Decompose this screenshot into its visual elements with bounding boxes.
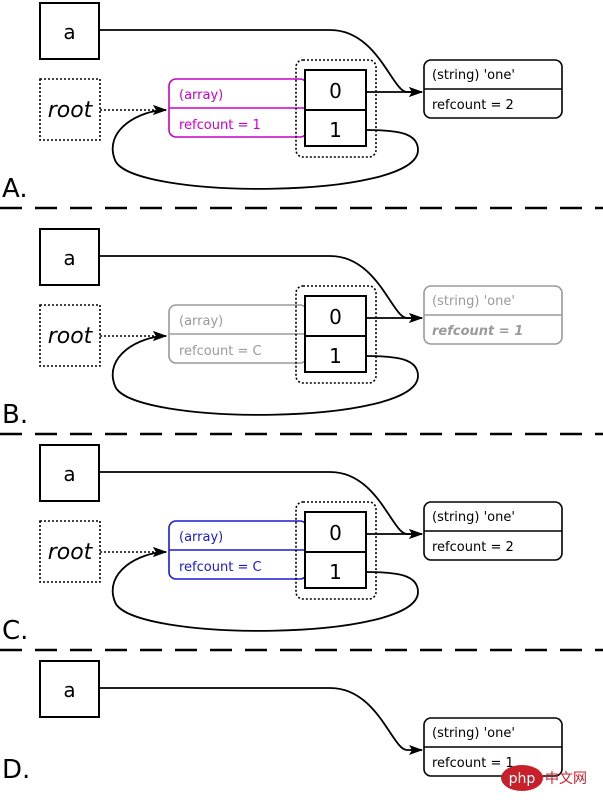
hashtable-slots <box>304 69 367 147</box>
array-type-text: (array) <box>179 88 223 103</box>
panel-label: C. <box>2 616 28 646</box>
array-zval: (array) refcount = 1 <box>168 78 308 138</box>
string-refcount-text: refcount = 1 <box>432 756 514 771</box>
array-zval: (array) refcount = C <box>168 520 308 580</box>
array-zval: (array) refcount = C <box>168 304 308 364</box>
variable-a-box <box>39 444 100 502</box>
variable-a-label: a <box>63 246 75 270</box>
hashtable-container <box>295 59 377 158</box>
string-refcount-text: refcount = 1 <box>432 324 523 339</box>
panel-label: B. <box>2 400 28 430</box>
index-0-label: 0 <box>329 79 342 103</box>
hashtable-slots <box>304 511 367 589</box>
string-type-text: (string) 'one' <box>432 68 515 83</box>
panel-d: a (string) 'one' refcount = 1 D. <box>2 660 563 785</box>
watermark-logo-text: php <box>509 771 536 787</box>
panel-label: D. <box>2 755 30 785</box>
root-buffer-box <box>39 78 101 141</box>
watermark-site-text: 中文网 <box>545 771 587 787</box>
array-type-text: (array) <box>179 530 223 545</box>
array-refcount-text: refcount = 1 <box>179 118 261 133</box>
string-type-text: (string) 'one' <box>432 726 515 741</box>
string-type-text: (string) 'one' <box>432 510 515 525</box>
panel-a: a (string) 'one' refcount = 2 root (array) re… <box>2 2 563 204</box>
string-refcount-text: refcount = 2 <box>432 98 514 113</box>
panel-label: A. <box>2 174 28 204</box>
panel-b: a (string) 'one' refcount = 1 root (array) re… <box>2 228 563 430</box>
slot-1-reference-loop <box>111 547 419 632</box>
string-type-text: (string) 'one' <box>432 294 515 309</box>
variable-a-label: a <box>63 20 75 44</box>
string-zval: (string) 'one' refcount = 1 <box>423 717 563 777</box>
hashtable-container <box>295 501 377 600</box>
array-type-text: (array) <box>179 314 223 329</box>
index-0-label: 0 <box>329 305 342 329</box>
php-logo-icon <box>501 765 543 791</box>
variable-a-label: a <box>63 462 75 486</box>
array-refcount-text: refcount = C <box>179 344 262 359</box>
root-label: root <box>48 540 94 565</box>
variable-a-box <box>39 2 100 60</box>
site-watermark: php 中文网 <box>501 765 587 791</box>
string-zval: (string) 'one' refcount = 1 <box>423 285 563 345</box>
slot-1-reference-loop <box>111 331 419 416</box>
root-label: root <box>48 324 94 349</box>
hashtable-slots <box>304 295 367 373</box>
array-refcount-text: refcount = C <box>179 560 262 575</box>
index-1-label: 1 <box>329 560 342 584</box>
root-buffer-box <box>39 520 101 583</box>
string-refcount-text: refcount = 2 <box>432 540 514 555</box>
string-zval: (string) 'one' refcount = 2 <box>423 501 563 561</box>
hashtable-container <box>295 285 377 384</box>
root-label: root <box>48 98 94 123</box>
variable-a-box <box>39 228 100 286</box>
variable-a-label: a <box>63 678 75 702</box>
panel-c: a (string) 'one' refcount = 2 root (array) re… <box>2 444 563 646</box>
string-zval: (string) 'one' refcount = 2 <box>423 59 563 119</box>
index-0-label: 0 <box>329 521 342 545</box>
root-buffer-box <box>39 304 101 367</box>
index-1-label: 1 <box>329 344 342 368</box>
slot-1-reference-loop <box>111 105 419 190</box>
index-1-label: 1 <box>329 118 342 142</box>
variable-a-box <box>39 660 100 718</box>
a-to-string-arrow <box>99 687 423 755</box>
